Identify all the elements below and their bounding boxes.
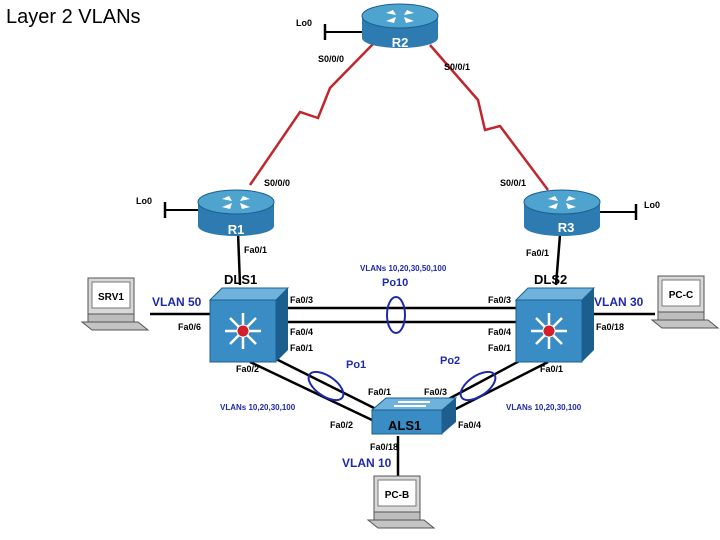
if-als1-fa01: Fa0/1 (368, 387, 391, 397)
if-als1-fa02: Fa0/2 (330, 420, 353, 430)
if-dls2-fa04: Fa0/4 (488, 327, 511, 337)
label-po10: Po10 (382, 277, 408, 289)
if-r1-lo0: Lo0 (136, 196, 152, 206)
pc-c[interactable]: PC-C (650, 275, 720, 329)
link-r1-dls1 (236, 231, 242, 286)
if-als1-fa03: Fa0/3 (424, 387, 447, 397)
etherchannel-po1-ring (307, 370, 345, 402)
device-label-dls2: DLS2 (534, 272, 567, 287)
if-dls2-fa01: Fa0/1 (488, 343, 511, 353)
device-label-r1: R1 (228, 222, 245, 237)
label-po2: Po2 (440, 355, 460, 367)
router-r1[interactable]: R1 (197, 189, 275, 237)
device-label-dls1: DLS1 (224, 272, 257, 287)
if-r3-fa01: Fa0/1 (526, 248, 549, 258)
label-vlan10: VLAN 10 (342, 456, 392, 470)
if-dls1-fa06: Fa0/6 (178, 322, 201, 332)
device-label-r3: R3 (558, 220, 575, 235)
router-r2[interactable]: R2 (361, 3, 439, 50)
etherchannel-po2-ring (459, 370, 497, 402)
device-label-pcc: PC-C (669, 290, 693, 301)
label-vlans-left: VLANs 10,20,30,100 (220, 403, 296, 412)
etherchannel-po10-ring (386, 296, 406, 334)
device-label-pcb: PC-B (385, 490, 409, 501)
label-vlan50: VLAN 50 (152, 295, 202, 309)
if-r2-s001: S0/0/1 (444, 62, 470, 72)
label-vlans-right: VLANs 10,20,30,100 (506, 403, 582, 412)
pc-b[interactable]: PC-B (366, 475, 436, 529)
slide-title: Layer 2 VLANs (6, 6, 141, 28)
if-dls2-fa018: Fa0/18 (596, 322, 624, 332)
link-r3-dls2 (554, 234, 562, 286)
multilayer-switch-dls1[interactable]: DLS1 (208, 272, 290, 363)
if-r2-lo0: Lo0 (296, 18, 312, 28)
if-dls1-fa02: Fa0/2 (236, 364, 259, 374)
if-r3-s001: S0/0/1 (500, 178, 526, 188)
multilayer-switch-dls2[interactable]: DLS2 (514, 272, 596, 363)
if-dls1-fa01: Fa0/1 (290, 343, 313, 353)
if-dls2-fa01-als: Fa0/1 (540, 364, 563, 374)
if-dls1-fa03: Fa0/3 (290, 295, 313, 305)
label-vlan30: VLAN 30 (594, 295, 644, 309)
if-dls2-fa03: Fa0/3 (488, 295, 511, 305)
serial-link-r2-r1 (248, 41, 376, 186)
if-r1-s000: S0/0/0 (264, 178, 290, 188)
label-vlans-po10: VLANs 10,20,30,50,100 (360, 264, 447, 273)
if-dls1-fa04: Fa0/4 (290, 327, 313, 337)
if-als1-fa018: Fa0/18 (370, 442, 398, 452)
device-label-srv1: SRV1 (98, 292, 124, 303)
device-label-als1: ALS1 (388, 418, 421, 433)
if-als1-fa04: Fa0/4 (458, 420, 481, 430)
label-po1: Po1 (346, 359, 366, 371)
link-dls1-als1-b (249, 360, 373, 422)
if-r1-fa01: Fa0/1 (244, 245, 267, 255)
switch-als1[interactable]: ALS1 (370, 397, 458, 435)
if-r2-s000: S0/0/0 (318, 54, 344, 64)
router-r3[interactable]: R3 (523, 189, 601, 236)
if-r3-lo0: Lo0 (644, 200, 660, 210)
serial-link-r2-r3 (429, 44, 549, 191)
server-srv1[interactable]: SRV1 (80, 277, 150, 331)
device-label-r2: R2 (392, 35, 409, 50)
